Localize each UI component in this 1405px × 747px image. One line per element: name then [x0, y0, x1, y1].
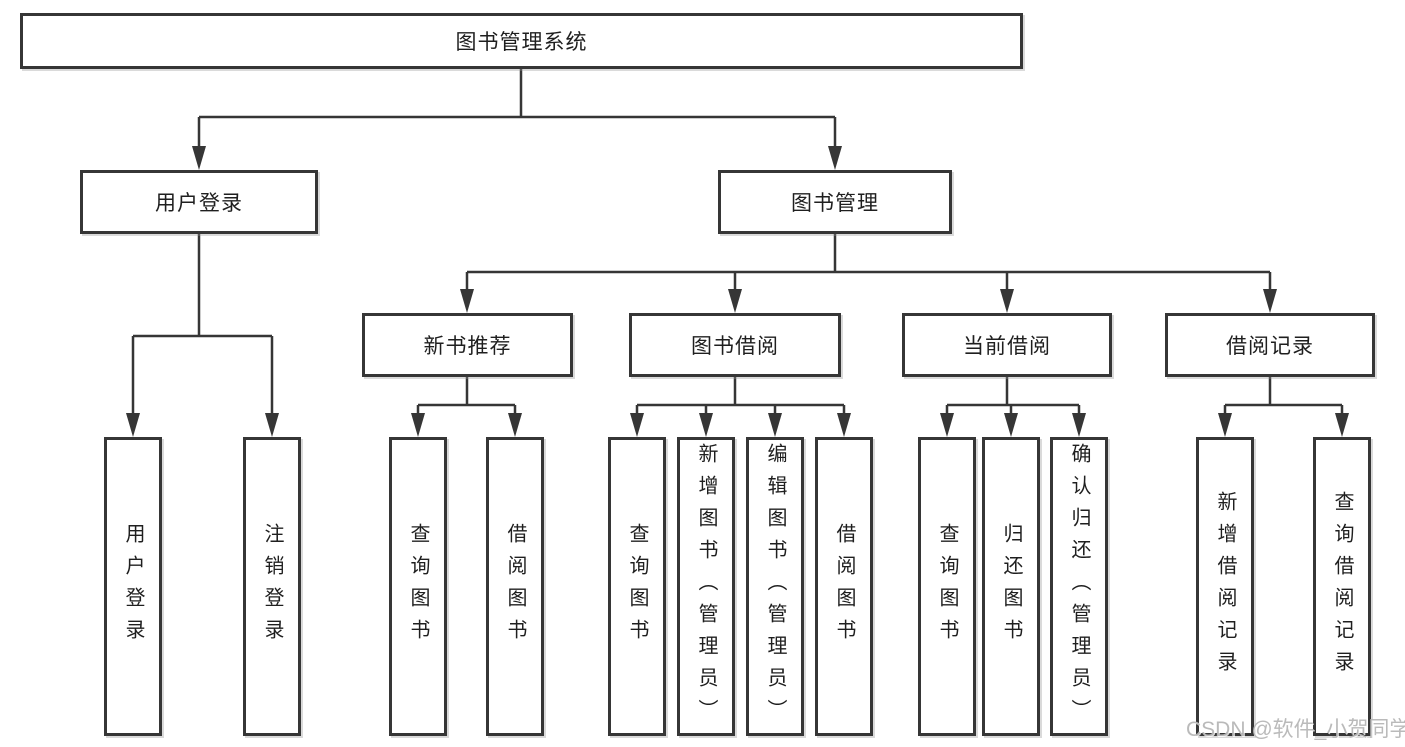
node-label: 用户登录	[122, 522, 144, 651]
arrow-down-icon	[411, 413, 425, 437]
node-book-borrow: 图书借阅	[629, 313, 841, 377]
arrow-down-icon	[192, 146, 206, 170]
node-borrow-records: 借阅记录	[1165, 313, 1375, 377]
leaf-query-borrow-record: 查询借阅记录	[1313, 437, 1371, 736]
node-label: 图书管理	[791, 192, 879, 215]
node-label: 查询图书	[936, 522, 958, 651]
arrow-down-icon	[837, 413, 851, 437]
node-book-management: 图书管理	[718, 170, 952, 234]
arrow-down-icon	[265, 413, 279, 437]
connector-book-borrow-children	[635, 376, 846, 421]
arrow-down-icon	[508, 413, 522, 437]
node-label: 借阅图书	[504, 522, 526, 651]
node-label: 图书借阅	[691, 335, 779, 358]
arrow-down-icon	[1218, 413, 1232, 437]
arrow-down-icon	[1004, 413, 1018, 437]
leaf-query-books-borrow: 查询图书	[608, 437, 666, 736]
node-label: 借阅图书	[833, 522, 855, 651]
node-label: 编辑图书（管理员）	[764, 442, 786, 731]
leaf-edit-book-admin: 编辑图书（管理员）	[746, 437, 804, 736]
leaf-borrow-books: 借阅图书	[815, 437, 873, 736]
leaf-query-books-current: 查询图书	[918, 437, 976, 736]
node-user-login: 用户登录	[80, 170, 318, 234]
leaf-add-borrow-record: 新增借阅记录	[1196, 437, 1254, 736]
node-label: 新书推荐	[423, 335, 512, 358]
arrow-down-icon	[460, 289, 474, 313]
node-label: 用户登录	[155, 192, 243, 215]
node-new-book-recommend: 新书推荐	[362, 313, 573, 377]
arrow-down-icon	[1072, 413, 1086, 437]
arrow-down-icon	[126, 413, 140, 437]
node-label: 新增图书（管理员）	[695, 442, 717, 731]
arrow-down-icon	[828, 146, 842, 170]
arrow-down-icon	[1263, 289, 1277, 313]
node-label: 查询借阅记录	[1331, 490, 1353, 683]
arrow-down-icon	[728, 289, 742, 313]
arrow-down-icon	[1000, 289, 1014, 313]
node-label: 借阅记录	[1226, 335, 1314, 358]
node-label: 当前借阅	[963, 335, 1051, 358]
node-label: 归还图书	[1000, 522, 1022, 651]
arrow-down-icon	[768, 413, 782, 437]
csdn-watermark: CSDN @软件_小贺同学	[1186, 718, 1405, 741]
arrow-down-icon	[630, 413, 644, 437]
connector-borrow-record-children	[1223, 376, 1344, 421]
connector-user-login-children	[131, 233, 274, 419]
node-label: 确认归还（管理员）	[1068, 442, 1090, 731]
leaf-confirm-return-admin: 确认归还（管理员）	[1050, 437, 1108, 736]
node-label: 注销登录	[261, 522, 283, 651]
leaf-borrow-books-recommend: 借阅图书	[486, 437, 544, 736]
leaf-return-book: 归还图书	[982, 437, 1040, 736]
arrow-down-icon	[1335, 413, 1349, 437]
connector-book-management-children	[465, 233, 1272, 295]
node-label: 新增借阅记录	[1214, 490, 1236, 683]
arrow-down-icon	[940, 413, 954, 437]
leaf-user-login: 用户登录	[104, 437, 162, 736]
leaf-query-books-recommend: 查询图书	[389, 437, 447, 736]
connector-new-book-children	[416, 376, 517, 421]
node-label: 查询图书	[407, 522, 429, 651]
node-root-library-system: 图书管理系统	[20, 13, 1023, 69]
node-current-borrow: 当前借阅	[902, 313, 1112, 377]
leaf-add-book-admin: 新增图书（管理员）	[677, 437, 735, 736]
connector-root-to-level2	[197, 69, 837, 152]
node-label: 查询图书	[626, 522, 648, 651]
node-label: 图书管理系统	[455, 31, 588, 54]
leaf-logout: 注销登录	[243, 437, 301, 736]
arrow-down-icon	[699, 413, 713, 437]
